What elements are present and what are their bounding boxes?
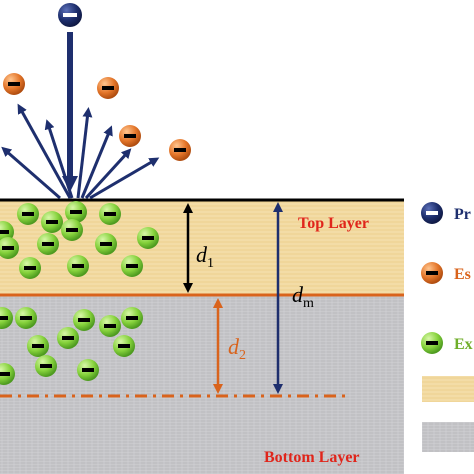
legend-bottom-layer-swatch [422, 422, 474, 452]
excited-electron-icon [0, 363, 15, 385]
bottom-layer-label: Bottom Layer [264, 449, 360, 466]
escaped-electrons [3, 73, 191, 161]
escaped-electron-icon [97, 77, 119, 99]
excited-electron-icon [113, 335, 135, 357]
escaped-electron-icon [169, 139, 191, 161]
excited-electron-icon [15, 307, 37, 329]
excited-electrons-top [0, 201, 159, 279]
excited-electron-icon [0, 237, 19, 259]
excited-electron-icon [121, 307, 143, 329]
excited-electron-icon [77, 359, 99, 381]
excited-electron-icon [61, 219, 83, 241]
excited-electrons-bottom [0, 307, 143, 385]
excited-electron-icon [137, 227, 159, 249]
legend-top-layer-swatch [422, 376, 474, 402]
primary-electron-icon [58, 3, 82, 27]
excited-electron-icon [99, 315, 121, 337]
excited-electron-icon [37, 233, 59, 255]
excited-electron-icon [35, 355, 57, 377]
legend-escaped-icon [421, 262, 443, 284]
legend-primary-icon [421, 202, 443, 224]
excited-electron-icon [41, 211, 63, 233]
excited-electron-icon [121, 255, 143, 277]
excited-electron-icon [57, 327, 79, 349]
excited-electron-icon [95, 233, 117, 255]
escaped-electron-icon [119, 125, 141, 147]
excited-electron-icon [73, 309, 95, 331]
bottom-layer [0, 295, 404, 474]
excited-electron-icon [0, 307, 13, 329]
excited-electron-icon [17, 203, 39, 225]
legend-escaped-label: Es [454, 266, 471, 283]
emission-rays [1, 103, 160, 200]
legend-excited-icon [421, 332, 443, 354]
legend: Pr Es Ex [421, 202, 474, 452]
d1-label: d1 [196, 242, 214, 271]
excited-electron-icon [19, 257, 41, 279]
dm-label: dm [292, 282, 314, 311]
excited-electron-icon [67, 255, 89, 277]
legend-excited-label: Ex [454, 336, 473, 353]
top-layer-label: Top Layer [298, 215, 369, 232]
legend-primary-label: Pr [454, 206, 471, 223]
escaped-electron-icon [3, 73, 25, 95]
excited-electron-icon [27, 335, 49, 357]
excited-electron-icon [65, 201, 87, 223]
d2-label: d2 [228, 334, 246, 363]
excited-electron-icon [99, 203, 121, 225]
